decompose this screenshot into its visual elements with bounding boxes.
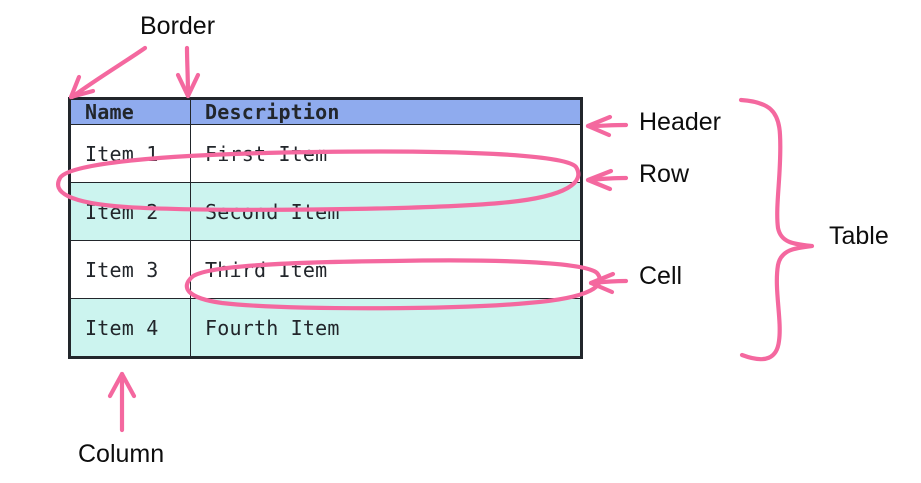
- table-row: Item 1 First Item: [70, 124, 581, 183]
- annotation-label-row: Row: [639, 160, 690, 188]
- cell-description: Fourth Item: [190, 298, 581, 357]
- header-row: Name Description: [70, 99, 581, 125]
- cell-name: Item 4: [70, 298, 191, 357]
- table-header: Name Description: [70, 99, 581, 125]
- table-border: Name Description Item 1 First Item Item …: [68, 97, 583, 359]
- header-cell-name: Name: [70, 99, 191, 125]
- header-cell-description: Description: [190, 99, 581, 125]
- annotation-label-cell: Cell: [639, 262, 683, 290]
- table-row: Item 4 Fourth Item: [70, 298, 581, 357]
- border-arrow-divider-icon: [175, 45, 201, 99]
- column-arrow-icon: [107, 371, 137, 433]
- data-table: Name Description Item 1 First Item Item …: [70, 99, 581, 357]
- cell-arrow-icon: [588, 271, 629, 295]
- annotation-label-border: Border: [140, 12, 216, 40]
- cell-description: First Item: [190, 124, 581, 183]
- cell-description: Third Item: [190, 240, 581, 299]
- table-row: Item 3 Third Item: [70, 240, 581, 299]
- cell-name: Item 2: [70, 182, 191, 241]
- border-arrow-outer-icon: [68, 45, 148, 100]
- row-arrow-icon: [585, 168, 629, 192]
- cell-description: Second Item: [190, 182, 581, 241]
- table-row: Item 2 Second Item: [70, 182, 581, 241]
- cell-name: Item 1: [70, 124, 191, 183]
- header-arrow-icon: [585, 114, 629, 138]
- table-brace-icon: [738, 97, 815, 362]
- cell-name: Item 3: [70, 240, 191, 299]
- annotation-label-header: Header: [639, 108, 721, 136]
- annotation-label-table: Table: [829, 222, 889, 250]
- annotation-label-column: Column: [78, 440, 165, 468]
- table-body: Item 1 First Item Item 2 Second Item Ite…: [70, 124, 581, 357]
